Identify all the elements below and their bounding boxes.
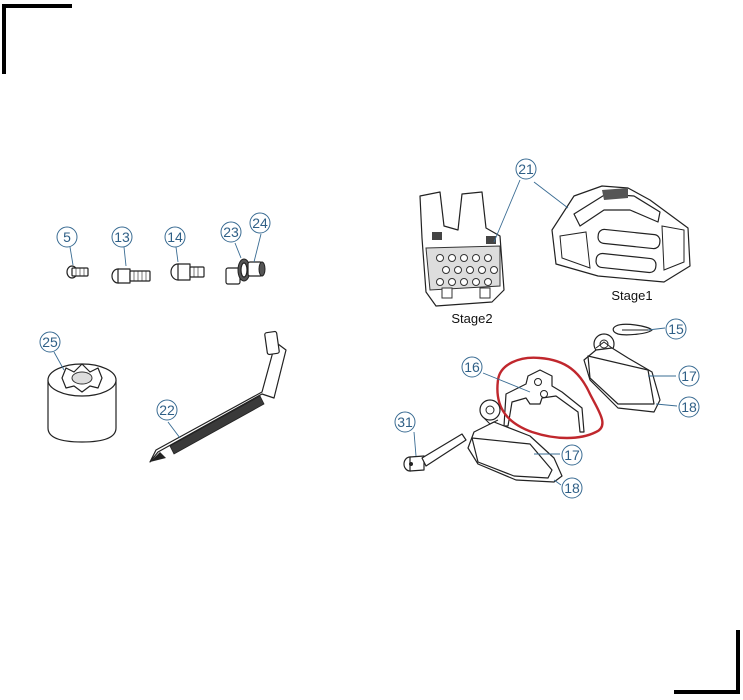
callout-18-front-label: 18 xyxy=(564,480,580,496)
part-13-screw xyxy=(111,268,151,284)
callout-5: 5 xyxy=(56,226,78,248)
callout-18-front: 18 xyxy=(561,477,583,499)
callout-15-label: 15 xyxy=(668,321,684,337)
part-5-bolt xyxy=(66,265,89,279)
callout-23-label: 23 xyxy=(223,224,239,240)
callout-16: 16 xyxy=(461,356,483,378)
part-22-torx-wrench xyxy=(149,330,287,463)
callout-24-label: 24 xyxy=(252,215,268,231)
highlight-loop xyxy=(496,356,604,440)
callout-23: 23 xyxy=(220,221,242,243)
callout-21: 21 xyxy=(515,158,537,180)
callout-17-front-label: 17 xyxy=(564,447,580,463)
callout-16-label: 16 xyxy=(464,359,480,375)
callout-17-front: 17 xyxy=(561,444,583,466)
caption-stage2: Stage2 xyxy=(451,311,492,326)
part-16-pad-spring xyxy=(496,356,604,440)
callout-17-rear: 17 xyxy=(678,365,700,387)
callout-31: 31 xyxy=(394,411,416,433)
part-25-socket-tool xyxy=(47,363,117,443)
callout-31-label: 31 xyxy=(397,414,413,430)
part-21-stage2-spacer xyxy=(419,191,505,307)
callout-17-rear-label: 17 xyxy=(681,368,697,384)
callout-22-label: 22 xyxy=(159,402,175,418)
callout-5-label: 5 xyxy=(63,229,71,245)
part-23-24-fitting xyxy=(225,258,266,285)
callout-24: 24 xyxy=(249,212,271,234)
callout-14-label: 14 xyxy=(167,229,183,245)
brake-pad-front xyxy=(467,399,563,483)
caption-stage1: Stage1 xyxy=(611,288,652,303)
callout-14: 14 xyxy=(164,226,186,248)
leader-lines xyxy=(53,179,678,486)
part-31-pad-pin xyxy=(403,433,467,472)
callout-13: 13 xyxy=(111,226,133,248)
brake-pad-rear xyxy=(583,333,661,413)
part-21-stage1-spacer xyxy=(551,185,691,283)
callout-18-rear-label: 18 xyxy=(681,399,697,415)
callout-22: 22 xyxy=(156,399,178,421)
crop-mark-top-left xyxy=(2,4,72,74)
part-15-spring-clip xyxy=(612,323,653,336)
callout-15: 15 xyxy=(665,318,687,340)
callout-21-label: 21 xyxy=(518,161,534,177)
callout-13-label: 13 xyxy=(114,229,130,245)
callout-18-rear: 18 xyxy=(678,396,700,418)
crop-mark-bottom-right xyxy=(674,630,740,694)
callout-25-label: 25 xyxy=(42,334,58,350)
callout-25: 25 xyxy=(39,331,61,353)
part-14-screw xyxy=(170,263,205,281)
